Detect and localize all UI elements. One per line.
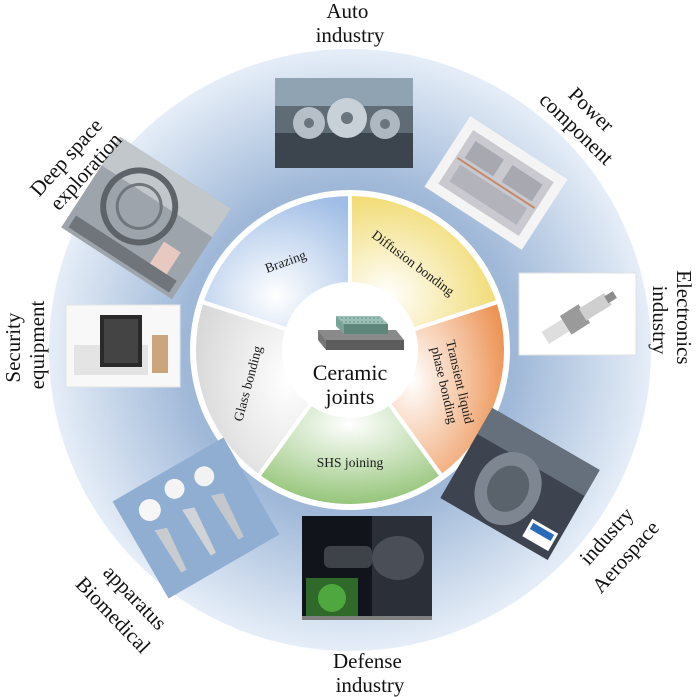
- space-telescope-photo: [61, 136, 231, 300]
- xray-scanner-photo: [65, 304, 181, 388]
- circuit-substrate-photo: [424, 116, 568, 250]
- rocket-engine-photo: [440, 407, 600, 561]
- ceramic-block-icon: [318, 316, 404, 350]
- hip-implant-photo: [112, 437, 280, 599]
- industry-auto-label: Auto industry: [316, 0, 385, 47]
- industry-photos: [61, 78, 637, 620]
- spark-plug-photo: [518, 272, 637, 356]
- industry-electronics-label: Electronics industry: [648, 270, 696, 370]
- turbocharger-rotor-photo: [275, 78, 413, 168]
- method-shs-joining-label: SHS joining: [317, 455, 384, 470]
- industry-security-label: Security equipment: [1, 301, 49, 390]
- center-label-line1: Ceramic: [313, 360, 388, 385]
- night-vision-goggles-photo: [302, 516, 432, 620]
- industry-defense-label: Defense industry: [333, 649, 407, 697]
- method-shs-joining-label-line: SHS joining: [317, 455, 384, 470]
- center-label-line2: joints: [325, 384, 375, 409]
